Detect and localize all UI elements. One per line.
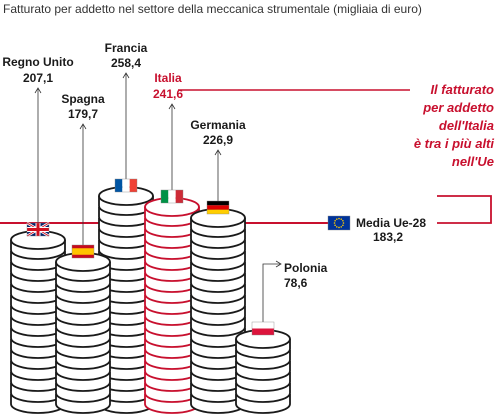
arrowhead — [122, 72, 130, 79]
arrowhead — [168, 103, 176, 110]
value-label: 226,9 — [203, 133, 233, 147]
arrowhead — [214, 149, 222, 156]
annotation-line: nell'Ue — [452, 154, 494, 169]
annotation-line: Il fatturato — [430, 82, 494, 97]
annotation-callout: Il fatturato per addetto dell'Italia è tra … — [414, 82, 495, 169]
eu-flag-icon — [327, 215, 351, 231]
value-label: 78,6 — [284, 276, 308, 290]
value-label: 207,1 — [23, 71, 53, 85]
poland-flag-icon — [251, 321, 275, 336]
leader-line — [262, 263, 280, 322]
arrowhead — [34, 87, 42, 94]
label-group-italia: Italia 241,6 — [153, 71, 184, 204]
spain-flag-icon — [71, 244, 95, 259]
eu-average-value: 183,2 — [373, 230, 403, 244]
country-label: Polonia — [284, 261, 328, 275]
label-group-regno-unito: Regno Unito 207,1 — [2, 55, 74, 238]
coin-stack-spagna — [55, 252, 111, 414]
country-label: Francia — [105, 41, 148, 55]
annotation-line: dell'Italia — [439, 118, 494, 133]
france-flag-icon — [114, 178, 138, 193]
country-label: Regno Unito — [2, 55, 73, 69]
value-label: 258,4 — [111, 56, 141, 70]
uk-flag-icon — [26, 221, 50, 238]
germany-flag-icon — [206, 200, 230, 215]
eu-average-label: Media Ue-28 — [356, 216, 426, 230]
value-label: 241,6 — [153, 87, 183, 101]
country-label: Spagna — [61, 92, 105, 106]
italy-flag-icon — [160, 189, 184, 204]
annotation-line: è tra i più alti — [414, 136, 495, 151]
arrowhead — [79, 123, 87, 130]
country-label: Italia — [154, 71, 182, 85]
country-label: Germania — [190, 118, 246, 132]
value-label: 179,7 — [68, 107, 98, 121]
arrowhead — [275, 260, 282, 268]
coin-stack-polonia — [235, 329, 291, 414]
coin-stack-regno-unito — [10, 230, 66, 414]
annotation-line: per addetto — [422, 100, 494, 115]
chart-title: Fatturato per addetto nel settore della … — [3, 2, 422, 16]
annotation-connector — [437, 195, 492, 224]
